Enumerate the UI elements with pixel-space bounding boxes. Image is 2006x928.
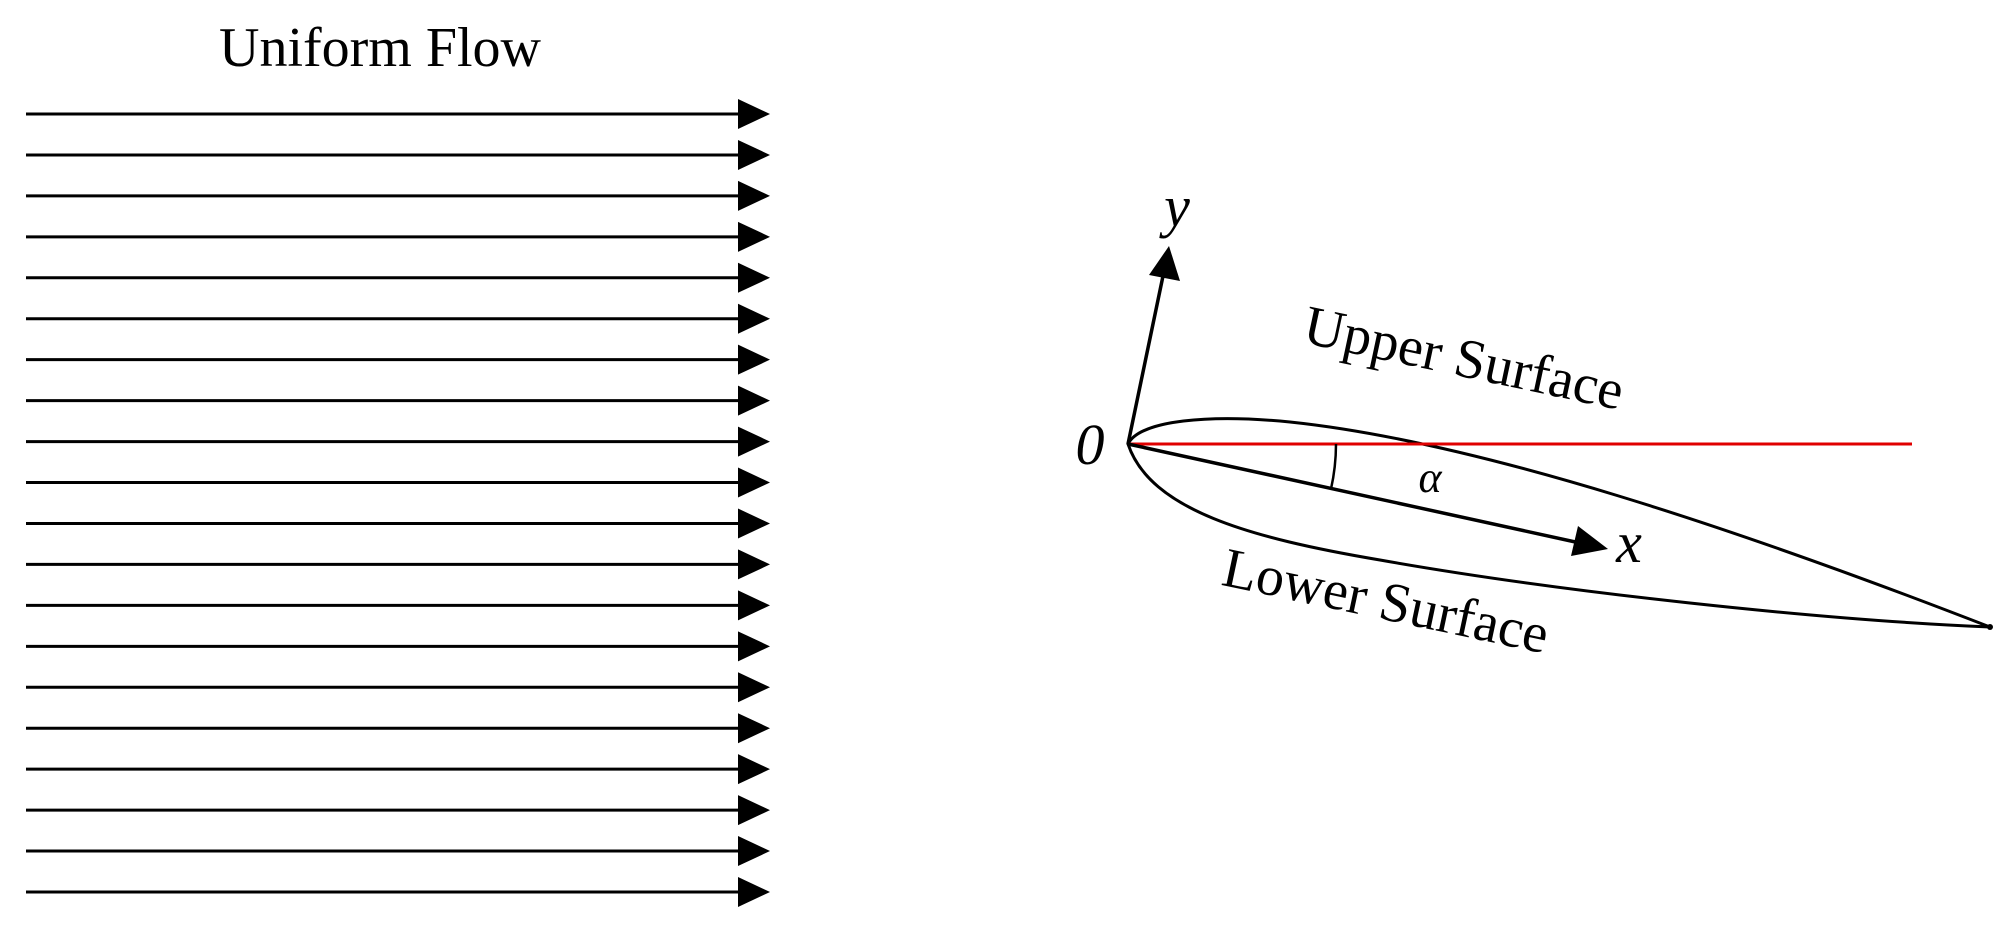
flow-arrowhead: [738, 99, 770, 129]
lower-surface-label: Lower Surface: [1217, 537, 1554, 666]
flow-arrowhead: [738, 303, 770, 334]
angle-alpha-label: α: [1418, 453, 1442, 502]
flow-arrowhead: [738, 631, 770, 662]
y-axis-line: [1126, 275, 1165, 445]
flow-arrowhead: [738, 508, 770, 539]
x-axis-line: [1127, 442, 1581, 545]
flow-arrowhead: [738, 344, 770, 375]
y-axis-label: y: [1159, 174, 1190, 239]
flow-arrowhead: [738, 795, 770, 826]
flow-arrowhead: [738, 180, 770, 211]
flow-arrowhead: [738, 549, 770, 580]
flow-arrowhead: [738, 590, 770, 621]
flow-arrowhead: [738, 836, 770, 867]
flow-arrowhead: [738, 262, 770, 293]
uniform-flow-arrows: [26, 99, 770, 907]
flow-arrowhead: [738, 877, 770, 907]
flow-arrowhead: [738, 221, 770, 252]
x-axis-arrowhead: [1571, 526, 1608, 556]
flow-arrowhead: [738, 139, 770, 170]
flow-arrowhead: [738, 385, 770, 416]
angle-arc: [1329, 443, 1338, 490]
origin-label: 0: [1076, 412, 1105, 477]
upper-surface-label: Upper Surface: [1298, 294, 1629, 422]
airfoil-group: 0 y x α Upper Surface Lower Surface: [1076, 174, 1993, 666]
flow-arrowhead: [738, 713, 770, 744]
flow-arrowhead: [738, 467, 770, 498]
flow-arrowhead: [738, 672, 770, 703]
uniform-flow-title: Uniform Flow: [219, 17, 542, 79]
y-axis-arrowhead: [1149, 246, 1180, 281]
x-axis-label: x: [1615, 510, 1642, 575]
flow-arrowhead: [738, 426, 770, 457]
trailing-edge-point: [1987, 624, 1993, 630]
flow-arrowhead: [738, 754, 770, 785]
